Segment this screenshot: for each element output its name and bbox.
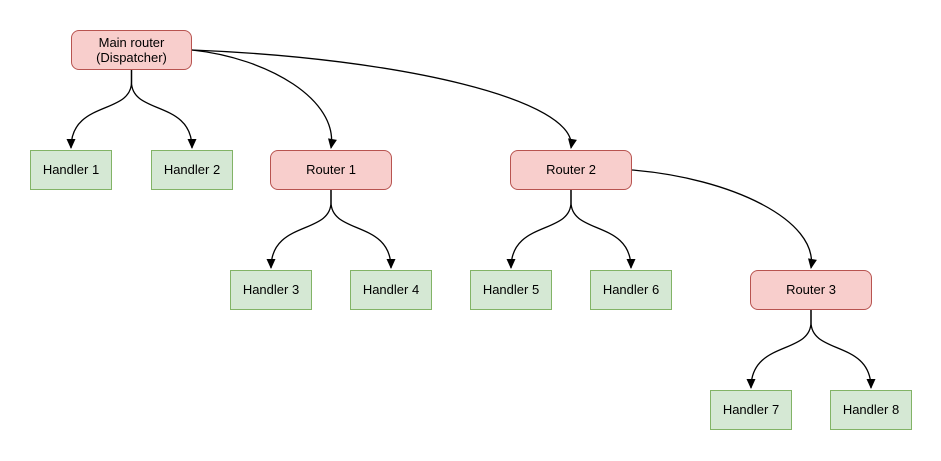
node-handler5: Handler 5 [470,270,552,310]
node-handler3: Handler 3 [230,270,312,310]
node-handler6: Handler 6 [590,270,672,310]
node-label: Router 2 [546,162,596,178]
node-handler7: Handler 7 [710,390,792,430]
node-handler8: Handler 8 [830,390,912,430]
node-handler4: Handler 4 [350,270,432,310]
node-router3: Router 3 [750,270,872,310]
edge-main-handler2 [130,70,197,149]
edge-router3-handler8 [810,310,876,389]
node-label: Handler 2 [163,162,221,178]
node-label: Handler 5 [482,282,540,298]
edge-router2-handler6 [570,190,636,269]
edge-main-router1 [191,49,337,149]
edge-router2-handler5 [506,190,572,269]
node-label: Handler 4 [362,282,420,298]
node-label: Handler 3 [242,282,300,298]
node-handler2: Handler 2 [151,150,233,190]
node-label: Main router (Dispatcher) [96,34,167,65]
node-label: Router 3 [786,282,836,298]
node-label: Handler 7 [722,402,780,418]
node-label: Handler 6 [602,282,660,298]
edge-router1-handler3 [266,190,332,269]
edge-router2-router3 [631,169,817,269]
edge-router3-handler7 [746,310,812,389]
node-label: Handler 8 [842,402,900,418]
node-router1: Router 1 [270,150,392,190]
node-main: Main router (Dispatcher) [71,30,192,70]
node-handler1: Handler 1 [30,150,112,190]
edge-router1-handler4 [330,190,396,269]
edge-main-router2 [191,49,577,149]
node-label: Handler 1 [42,162,100,178]
edge-main-handler1 [66,70,133,149]
node-label: Router 1 [306,162,356,178]
node-router2: Router 2 [510,150,632,190]
